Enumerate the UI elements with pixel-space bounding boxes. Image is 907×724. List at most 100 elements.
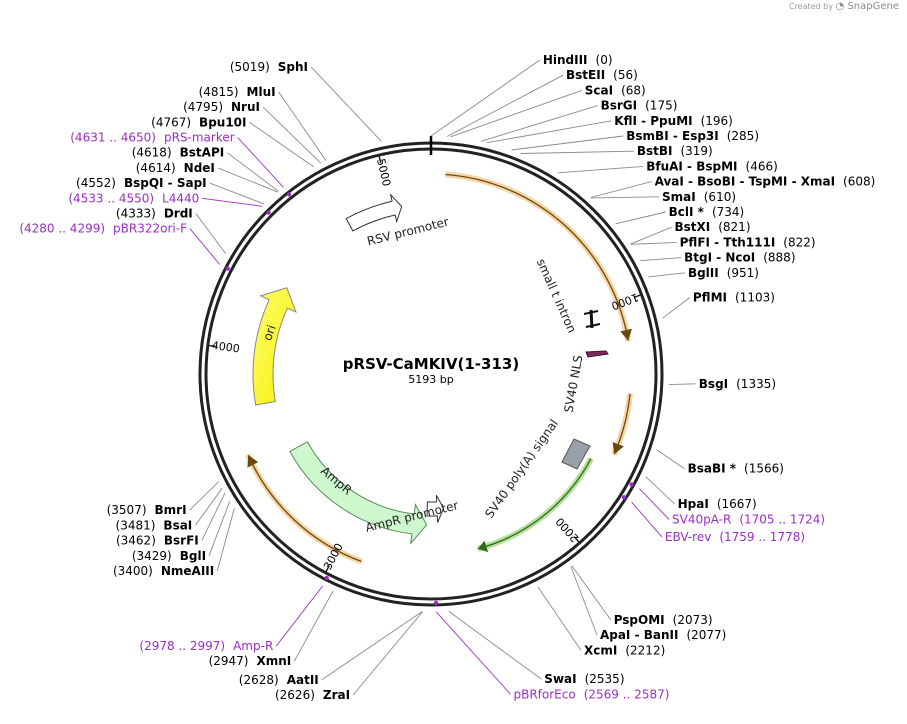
site-position-kfli-ppumi: (196) (701, 114, 733, 128)
site-position-bspqi-sapi: (4552) (76, 176, 116, 190)
site-label-hpai: HpaI(1667) (678, 497, 757, 511)
small-t-intron-marker (583, 309, 601, 329)
site-name-bsteii: BstEII (566, 68, 605, 82)
site-name-bstapi: BstAPI (180, 146, 225, 160)
site-name-ebv-rev: EBV-rev (665, 530, 711, 544)
site-leader-avai-bsobi-tspmi-xmai (590, 181, 652, 198)
site-name-bsai: BsaI (163, 518, 192, 532)
site-label-bspqi-sapi: (4552) BspQI - SapI (76, 176, 207, 190)
site-position-bglii: (951) (727, 266, 759, 280)
site-annotations: HindIII(0)BstEII(56)ScaI(68)BsrGI(175)Kf… (19, 53, 875, 702)
site-position-xcmi: (2212) (625, 643, 665, 657)
site-name-bfuai-bspmi: BfuAI - BspMI (646, 159, 737, 173)
site-bsrgi: BsrGI(175) (480, 99, 678, 142)
site-label-bglii: BglII(951) (688, 266, 759, 280)
site-name-xcmi: XcmI (584, 643, 617, 657)
site-position-avai-bsobi-tspmi-xmai: (608) (843, 175, 875, 189)
site-label-kfli-ppumi: KflI - PpuMI(196) (614, 114, 733, 128)
site-bpu10i: (4767)Bpu10I (151, 115, 314, 168)
site-leader-nrui (262, 106, 322, 164)
site-name-amp-r: Amp-R (233, 639, 273, 653)
site-pbr322ori-f: (4280 .. 4299)pBR322ori-F (19, 222, 230, 271)
site-sphi: (5019)SphI (230, 60, 382, 142)
primer-mark-l4440 (266, 210, 271, 215)
site-leader-bsmbi-esp3i (511, 135, 624, 151)
site-hpai: HpaI(1667) (645, 476, 757, 511)
site-leader-pbrforeco (435, 611, 511, 695)
site-label-xmni: (2947)XmnI (209, 654, 292, 668)
site-label-ebv-rev: EBV-rev(1759 .. 1778) (665, 530, 805, 544)
site-leader-ebv-rev (631, 501, 663, 538)
site-name-zrai: ZraI (323, 688, 350, 702)
site-position-bstxi: (821) (718, 220, 750, 234)
site-label-avai-bsobi-tspmi-xmai: AvaI - BsoBI - TspMI - XmaI(608) (655, 175, 876, 189)
site-name-pflfi-tth111i: PflFI - Tth111I (680, 235, 776, 249)
site-position-bmri: (3507) (107, 503, 147, 517)
site-name-hindiii: HindIII (543, 53, 588, 67)
site-leader-bcli (615, 211, 666, 225)
tick-label-2000: 2000 (553, 515, 581, 545)
site-leader-hpai (645, 476, 675, 505)
site-prs-marker: (4631 .. 4650)pRS-marker (70, 130, 292, 197)
site-label-apai-banii: ApaI - BanII(2077) (600, 628, 726, 642)
site-bspqi-sapi: (4552) BspQI - SapI (76, 176, 265, 205)
site-sv40pa-r: SV40pA-R(1705 .. 1724) (629, 482, 825, 526)
site-label-bsrgi: BsrGI(175) (601, 99, 678, 113)
site-name-bspqi-sapi: BspQI - SapI (124, 176, 207, 190)
site-nrui: (4795)NruI (183, 100, 322, 164)
site-position-bsabi: (1566) (744, 462, 784, 476)
site-position-smai: (610) (704, 190, 736, 204)
site-bstapi: (4618)BstAPI (132, 146, 279, 192)
site-label-nrui: (4795)NruI (183, 100, 260, 114)
plasmid-size: 5193 bp (408, 373, 453, 386)
site-position-hindiii: (0) (596, 53, 613, 67)
site-label-bsgi: BsgI(1335) (699, 377, 776, 391)
orange-arc-head-0 (620, 328, 632, 341)
site-leader-bsrfi (201, 492, 226, 541)
site-label-drdi: (4333)DrdI (116, 206, 193, 220)
site-smai: SmaI (610) (591, 190, 736, 204)
site-name-bgli: BglI (180, 549, 206, 563)
orange-arc-head-2 (247, 455, 259, 468)
site-name-pbr322ori-f: pBR322ori-F (113, 222, 187, 236)
primer-mark-sv40pa-r (629, 482, 634, 487)
green-arc-3 (477, 458, 592, 550)
orange-arc-glow-0 (445, 171, 632, 342)
small-t-intron-label: small t intron (534, 257, 579, 335)
site-label-bmri: (3507) BmrI (107, 503, 187, 517)
site-position-nmeaiii: (3400) (113, 564, 153, 578)
green-arc-head-3 (477, 540, 489, 553)
site-position-bsai: (3481) (116, 518, 156, 532)
sv40-polya-marker (561, 438, 591, 470)
site-avai-bsobi-tspmi-xmai: AvaI - BsoBI - TspMI - XmaI(608) (590, 175, 876, 198)
site-name-swai: SwaI (544, 672, 576, 686)
site-name-bmri: BmrI (155, 503, 187, 517)
site-leader-bglii (648, 272, 685, 278)
site-position-bsmbi-esp3i: (285) (727, 129, 759, 143)
site-position-bsteii: (56) (613, 68, 638, 82)
site-leader-bmri (189, 481, 220, 511)
site-label-bpu10i: (4767)Bpu10I (151, 115, 246, 129)
site-name-smai: SmaI (662, 190, 696, 204)
site-bstbi: BstBI(319) (520, 144, 713, 158)
site-name-bsmbi-esp3i: BsmBI - Esp3I (626, 129, 718, 143)
site-name-nrui: NruI (231, 100, 260, 114)
site-leader-l4440 (202, 197, 263, 207)
created-by-text: Created by (788, 2, 833, 11)
site-position-amp-r: (2978 .. 2997) (139, 639, 225, 653)
site-label-nmeaiii: (3400)NmeAIII (113, 564, 214, 578)
site-position-bsgi: (1335) (736, 377, 776, 391)
site-leader-btgi-ncoi (640, 257, 682, 262)
site-position-l4440: (4533 .. 4550) (68, 191, 154, 205)
site-leader-sphi (310, 66, 382, 142)
site-position-prs-marker: (4631 .. 4650) (70, 130, 156, 144)
site-apai-banii: ApaI - BanII(2077) (570, 566, 726, 642)
site-position-btgi-ncoi: (888) (763, 251, 795, 265)
ori-label: ori (260, 323, 278, 342)
site-leader-bpu10i (249, 121, 314, 168)
site-l4440: (4533 .. 4550)L4440 (68, 191, 271, 215)
site-label-mlui: (4815)MluI (199, 85, 276, 99)
site-label-pflmi: PflMI(1103) (693, 290, 775, 304)
site-name-pspomi: PspOMI (614, 613, 665, 627)
